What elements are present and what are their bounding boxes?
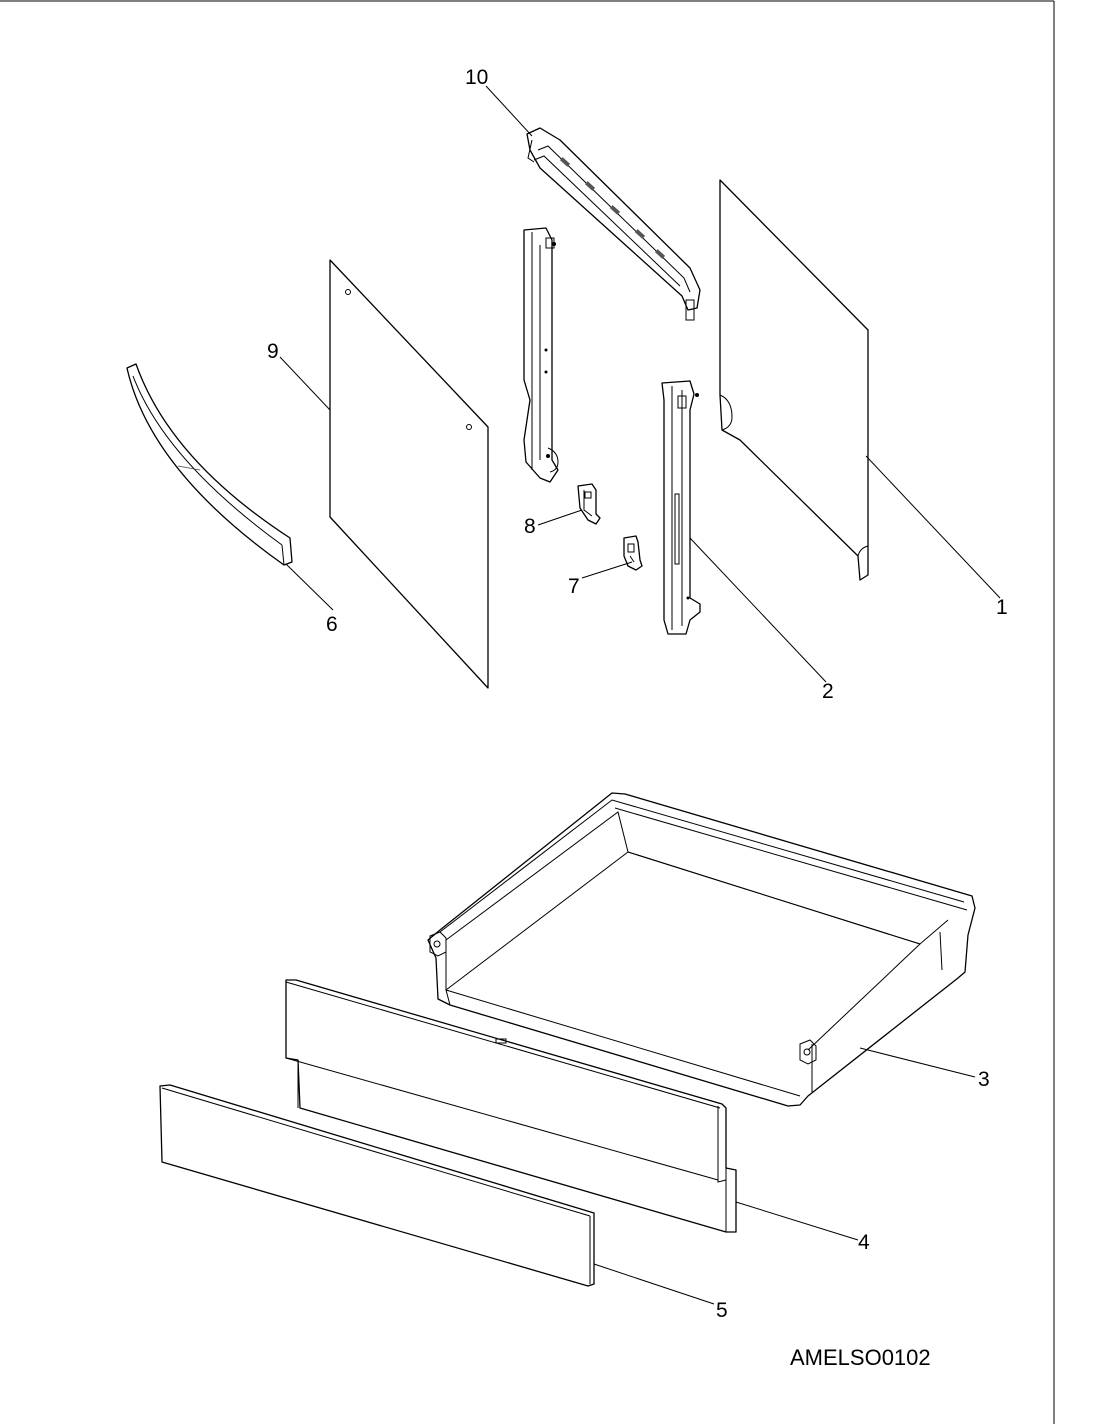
part-10-top-rail xyxy=(526,127,701,321)
part-8-clip xyxy=(577,483,601,525)
callout-5: 5 xyxy=(716,1299,728,1322)
leader-5 xyxy=(593,1263,715,1305)
leader-9 xyxy=(279,356,331,411)
leader-6 xyxy=(285,563,334,611)
left-slide-rail xyxy=(523,227,559,483)
part-6-door-handle xyxy=(126,363,293,566)
leader-4 xyxy=(735,1201,859,1241)
callout-3: 3 xyxy=(978,1068,990,1091)
callout-8: 8 xyxy=(524,515,536,538)
leader-lines xyxy=(279,85,1001,1305)
callout-9: 9 xyxy=(267,340,279,363)
callout-2: 2 xyxy=(822,680,834,703)
callout-6: 6 xyxy=(326,613,338,636)
leader-7 xyxy=(581,561,633,579)
leader-8 xyxy=(537,509,583,526)
leader-10 xyxy=(485,85,533,137)
part-1-side-panel xyxy=(719,179,869,581)
part-5-front-panel xyxy=(159,1084,595,1287)
callout-1: 1 xyxy=(996,596,1008,619)
part-2-slide-rail xyxy=(661,380,701,635)
drawing-code: AMELSO0102 xyxy=(790,1345,931,1370)
callout-4: 4 xyxy=(858,1231,870,1254)
part-4-drawer-front xyxy=(285,979,737,1233)
callout-7: 7 xyxy=(568,575,580,598)
leader-2 xyxy=(689,537,827,683)
callout-10: 10 xyxy=(465,66,488,89)
leader-1 xyxy=(865,455,1001,599)
part-7-clip xyxy=(623,535,643,571)
part-9-glass-panel xyxy=(329,259,489,689)
part-3-drawer-tray xyxy=(427,792,976,1107)
leader-3 xyxy=(859,1047,976,1078)
